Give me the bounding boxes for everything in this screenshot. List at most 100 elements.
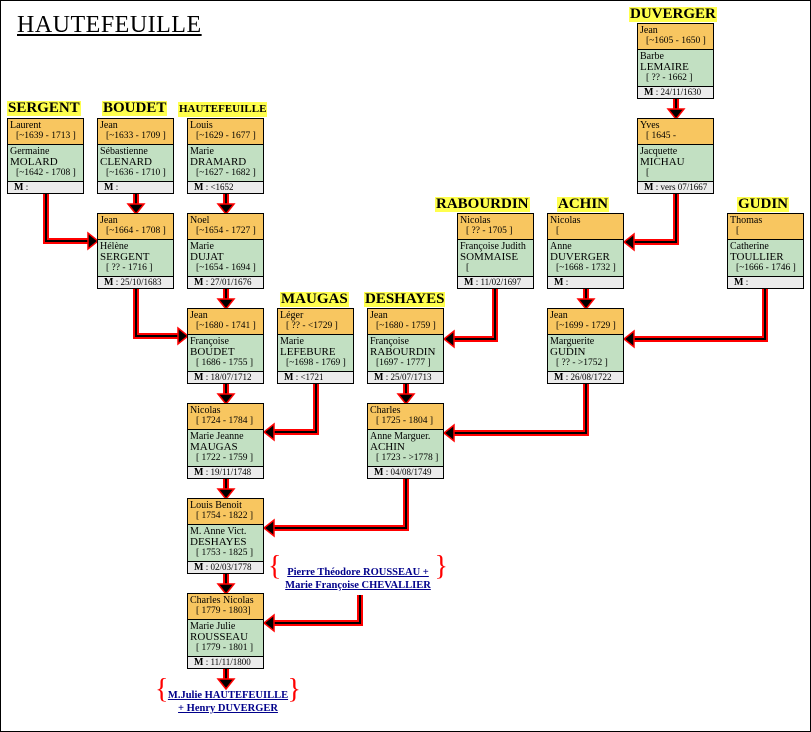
- connector-line: [454, 286, 496, 340]
- husband-dates: [ 1724 - 1784 ]: [196, 416, 253, 426]
- connector-line: [454, 381, 587, 434]
- couple-box-thomas-gudin: Thomas [ Catherine TOULLIER [~1666 - 174…: [727, 213, 804, 289]
- marriage-row: M :: [728, 277, 803, 288]
- husband-name: Noel: [190, 215, 210, 226]
- rousseau-link-line1[interactable]: Pierre Théodore ROUSSEAU +: [287, 567, 429, 578]
- wife-dates: [: [466, 263, 470, 273]
- husband-section: Jean [~1680 - 1741 ]: [188, 309, 263, 335]
- descendant-link[interactable]: { M.Julie HAUTEFEUILLE + Henry DUVERGER …: [155, 676, 301, 715]
- husband-dates: [~1680 - 1741 ]: [196, 321, 256, 331]
- wife-dates: [1697 - 1777 ]: [376, 358, 431, 368]
- marriage-date: : 04/08/1749: [385, 467, 432, 477]
- marriage-date: :: [565, 277, 569, 287]
- husband-section: Yves [ 1645 -: [638, 119, 713, 145]
- marriage-row: M :: [98, 182, 173, 193]
- arrowhead-icon: [216, 298, 236, 311]
- wife-section: Marie Julie ROUSSEAU [ 1779 - 1801 ]: [188, 620, 263, 657]
- wife-dates: [~1642 - 1708 ]: [16, 168, 76, 178]
- marriage-row: M : 25/10/1683: [98, 277, 173, 288]
- couple-box-yves-duverger: Yves [ 1645 - Jacquette MICHAU [ M : ver…: [637, 118, 714, 194]
- brace-left-icon: {: [155, 674, 169, 705]
- surname-rabourdin: RABOURDIN: [435, 196, 530, 212]
- husband-section: Léger [ ?? - <1729 ]: [278, 309, 353, 335]
- arrowhead-icon: [262, 518, 275, 538]
- husband-section: Charles [ 1725 - 1804 ]: [368, 404, 443, 430]
- wife-last-name: MICHAU: [640, 156, 685, 168]
- wife-last-name: MAUGAS: [190, 441, 238, 453]
- descendant-link-line2[interactable]: + Henry DUVERGER: [178, 703, 278, 714]
- wife-dates: [~1666 - 1746 ]: [736, 263, 796, 273]
- marriage-label: M: [644, 87, 654, 98]
- husband-name: Jean: [100, 120, 118, 131]
- arrowhead-icon: [216, 203, 236, 216]
- wife-first-name: M. Anne Vict.: [190, 526, 247, 537]
- surname-maugas: MAUGAS: [280, 291, 349, 307]
- husband-name: Jean: [190, 310, 208, 321]
- rousseau-parents-link[interactable]: { Pierre Théodore ROUSSEAU + Marie Franç…: [268, 553, 448, 592]
- wife-first-name: Catherine: [730, 241, 769, 252]
- arrowhead-icon: [576, 298, 596, 311]
- wife-last-name: CLENARD: [100, 156, 152, 168]
- wife-section: Hélène SERGENT [ ?? - 1716 ]: [98, 240, 173, 277]
- marriage-row: M : 02/03/1778: [188, 562, 263, 573]
- wife-last-name: LEFEBURE: [280, 346, 336, 358]
- arrowhead-icon: [262, 422, 275, 442]
- marriage-date: : 11/11/1800: [205, 657, 251, 667]
- husband-name: Thomas: [730, 215, 763, 226]
- descendant-link-line1[interactable]: M.Julie HAUTEFEUILLE: [167, 690, 289, 701]
- wife-first-name: Françoise: [370, 336, 409, 347]
- arrowhead-icon: [177, 326, 190, 346]
- husband-name: Charles Nicolas: [190, 595, 254, 606]
- marriage-label: M: [284, 372, 294, 383]
- marriage-date: : 25/10/1683: [115, 277, 162, 287]
- husband-section: Laurent [~1639 - 1713 ]: [8, 119, 83, 145]
- marriage-date: : <1721: [295, 372, 324, 382]
- wife-section: Françoise BOUDET [ 1686 - 1755 ]: [188, 335, 263, 372]
- marriage-row: M : 11/11/1800: [188, 657, 263, 668]
- wife-first-name: Germaine: [10, 146, 50, 157]
- husband-section: Nicolas [: [548, 214, 623, 240]
- marriage-label: M: [554, 277, 564, 288]
- wife-last-name: ROUSSEAU: [190, 631, 249, 643]
- marriage-date: : 19/11/1748: [205, 467, 252, 477]
- connector-line: [454, 381, 589, 436]
- marriage-label: M: [644, 182, 654, 193]
- connector-line: [45, 190, 88, 242]
- marriage-row: M : 19/11/1748: [188, 467, 263, 478]
- wife-dates: [~1698 - 1769 ]: [286, 358, 346, 368]
- husband-name: Yves: [640, 120, 660, 131]
- connector-line: [274, 476, 407, 529]
- connector-line: [274, 476, 409, 531]
- husband-name: Jean: [550, 310, 568, 321]
- arrowhead-icon: [87, 231, 100, 251]
- marriage-date: : 02/03/1778: [205, 562, 252, 572]
- husband-name: Louis: [190, 120, 213, 131]
- marriage-row: M : <1721: [278, 372, 353, 383]
- wife-section: Anne Marguer. ACHIN [ 1723 - >1778 ]: [368, 430, 443, 467]
- connector-line: [274, 595, 363, 626]
- wife-last-name: ACHIN: [370, 441, 405, 453]
- surname-deshayes: DESHAYES: [364, 291, 446, 307]
- husband-dates: [~1654 - 1727 ]: [196, 226, 256, 236]
- couple-box-jean-boudet: Jean [~1633 - 1709 ] Sébastienne CLENARD…: [97, 118, 174, 194]
- marriage-row: M : 26/08/1722: [548, 372, 623, 383]
- couple-box-nicolas-achin: Nicolas [ Anne DUVERGER [~1668 - 1732 ] …: [547, 213, 624, 289]
- wife-dates: [~1668 - 1732 ]: [556, 263, 616, 273]
- arrowhead-icon: [442, 329, 455, 349]
- connector-line: [274, 381, 317, 433]
- wife-first-name: Françoise: [190, 336, 229, 347]
- brace-left-icon: {: [268, 551, 282, 582]
- husband-name: Jean: [640, 25, 658, 36]
- wife-first-name: Hélène: [100, 241, 129, 252]
- marriage-row: M : 18/07/1712: [188, 372, 263, 383]
- husband-section: Noel [~1654 - 1727 ]: [188, 214, 263, 240]
- marriage-label: M: [194, 182, 204, 193]
- wife-dates: [ 1723 - >1778 ]: [376, 453, 439, 463]
- rousseau-link-line2[interactable]: Marie Françoise CHEVALLIER: [285, 580, 431, 591]
- marriage-date: : 25/07/1713: [385, 372, 432, 382]
- husband-name: Jean: [100, 215, 118, 226]
- marriage-row: M : 24/11/1630: [638, 87, 713, 98]
- surname-gudin: GUDIN: [737, 196, 790, 212]
- marriage-date: : 18/07/1712: [205, 372, 252, 382]
- marriage-label: M: [554, 372, 564, 383]
